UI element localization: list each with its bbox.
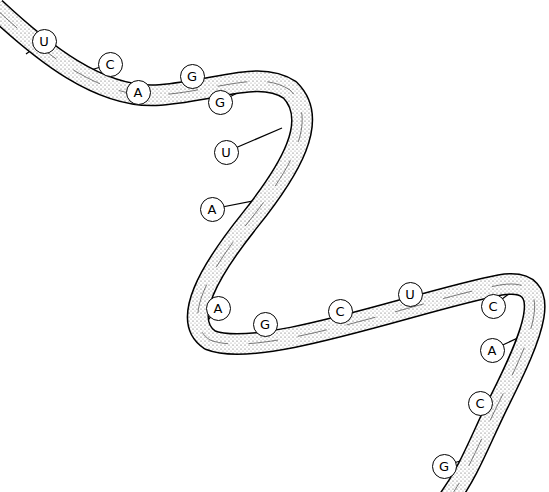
nucleotide-circle: C [481,294,506,319]
base-letter: G [187,70,197,83]
nucleotide-circle: C [328,299,353,324]
base-letter: G [260,318,270,331]
nucleotide-circle: A [480,338,505,363]
base-letter: U [39,35,49,48]
base-letter: C [475,397,484,410]
base-letter: A [134,86,143,99]
nucleotide-circle: U [214,140,239,165]
nucleotide-circle: A [206,296,231,321]
base-letter: C [335,305,344,318]
base-letter: U [405,288,415,301]
nucleotide-circle: C [98,52,123,77]
base-letter: U [221,146,231,159]
nucleotide-circle: G [432,454,457,479]
base-letter: C [488,300,497,313]
ribbon [0,8,535,492]
base-letter: A [488,344,497,357]
base-letter: C [105,58,114,71]
base-letter: A [208,203,217,216]
base-letter: G [215,96,225,109]
nucleotide-circle: A [126,80,151,105]
base-letter: A [214,302,223,315]
nucleotide-circle: G [253,312,278,337]
nucleotide-circle: U [32,29,57,54]
base-letter: G [439,460,449,473]
nucleotide-circle: C [468,391,493,416]
nucleotide-circle: G [180,64,205,89]
leader-lines [26,41,522,466]
nucleotide-circle: U [398,282,423,307]
nucleotide-circle: G [208,90,233,115]
nucleotide-circle: A [200,197,225,222]
